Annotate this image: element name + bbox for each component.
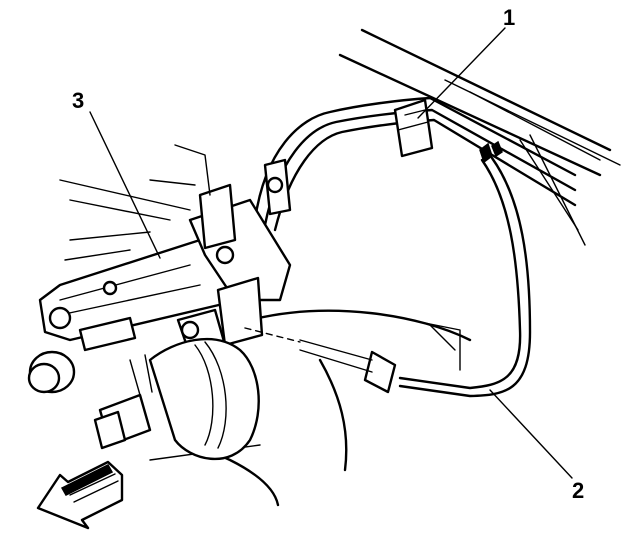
callout-label-2: 2 <box>572 478 585 503</box>
callout-label-1: 1 <box>503 5 516 30</box>
release-knob <box>27 350 76 394</box>
front-direction-arrow-icon <box>36 460 124 530</box>
callout-leaders <box>89 27 573 479</box>
lower-bracket <box>93 354 153 450</box>
reference-dash <box>244 327 301 343</box>
dash-structure-lines <box>59 144 211 261</box>
body-panel-lines <box>338 28 621 177</box>
cable-clip <box>393 98 503 164</box>
callout-label-3: 3 <box>72 88 85 113</box>
steering-column <box>148 337 260 461</box>
parking-brake-cable <box>299 156 532 398</box>
park-brake-pedal-assembly <box>38 158 292 357</box>
